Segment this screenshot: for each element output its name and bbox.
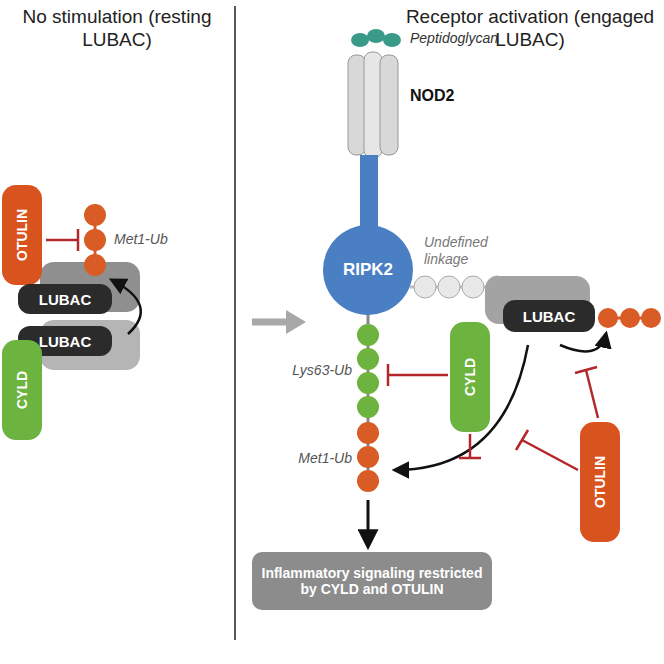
node-text: CYLD — [14, 371, 30, 409]
kinase-circle: RIPK2 — [323, 225, 413, 315]
node-text: OTULIN — [592, 456, 608, 508]
enzyme-box: CYLD — [450, 322, 490, 432]
receptor-label: NOD2 — [410, 86, 510, 105]
node-text: LUBAC — [39, 291, 92, 308]
node-text: CYLD — [462, 358, 478, 396]
node-text: OTULIN — [14, 209, 30, 261]
node-text: LUBAC — [523, 308, 576, 325]
node-text: Inflammatory signaling restricted by CYL… — [260, 565, 484, 597]
enzyme-box: OTULIN — [580, 422, 620, 542]
chain-label: Met1-Ub — [262, 450, 352, 467]
enzyme-box: CYLD — [2, 340, 42, 440]
node-text: RIPK2 — [343, 260, 393, 280]
lubac-box: LUBAC — [18, 284, 112, 314]
chain-label: Lys63-Ub — [262, 362, 352, 379]
panel-heading: No stimulation (resting LUBAC) — [4, 6, 230, 52]
outcome-box: Inflammatory signaling restricted by CYL… — [252, 552, 492, 610]
ligand-label: Peptidoglycan — [410, 30, 550, 47]
node-text: LUBAC — [39, 333, 92, 350]
lubac-box: LUBAC — [503, 300, 595, 332]
chain-label: Met1-Ub — [114, 231, 204, 248]
chain-label: Undefined linkage — [424, 234, 524, 268]
enzyme-box: OTULIN — [2, 185, 42, 285]
